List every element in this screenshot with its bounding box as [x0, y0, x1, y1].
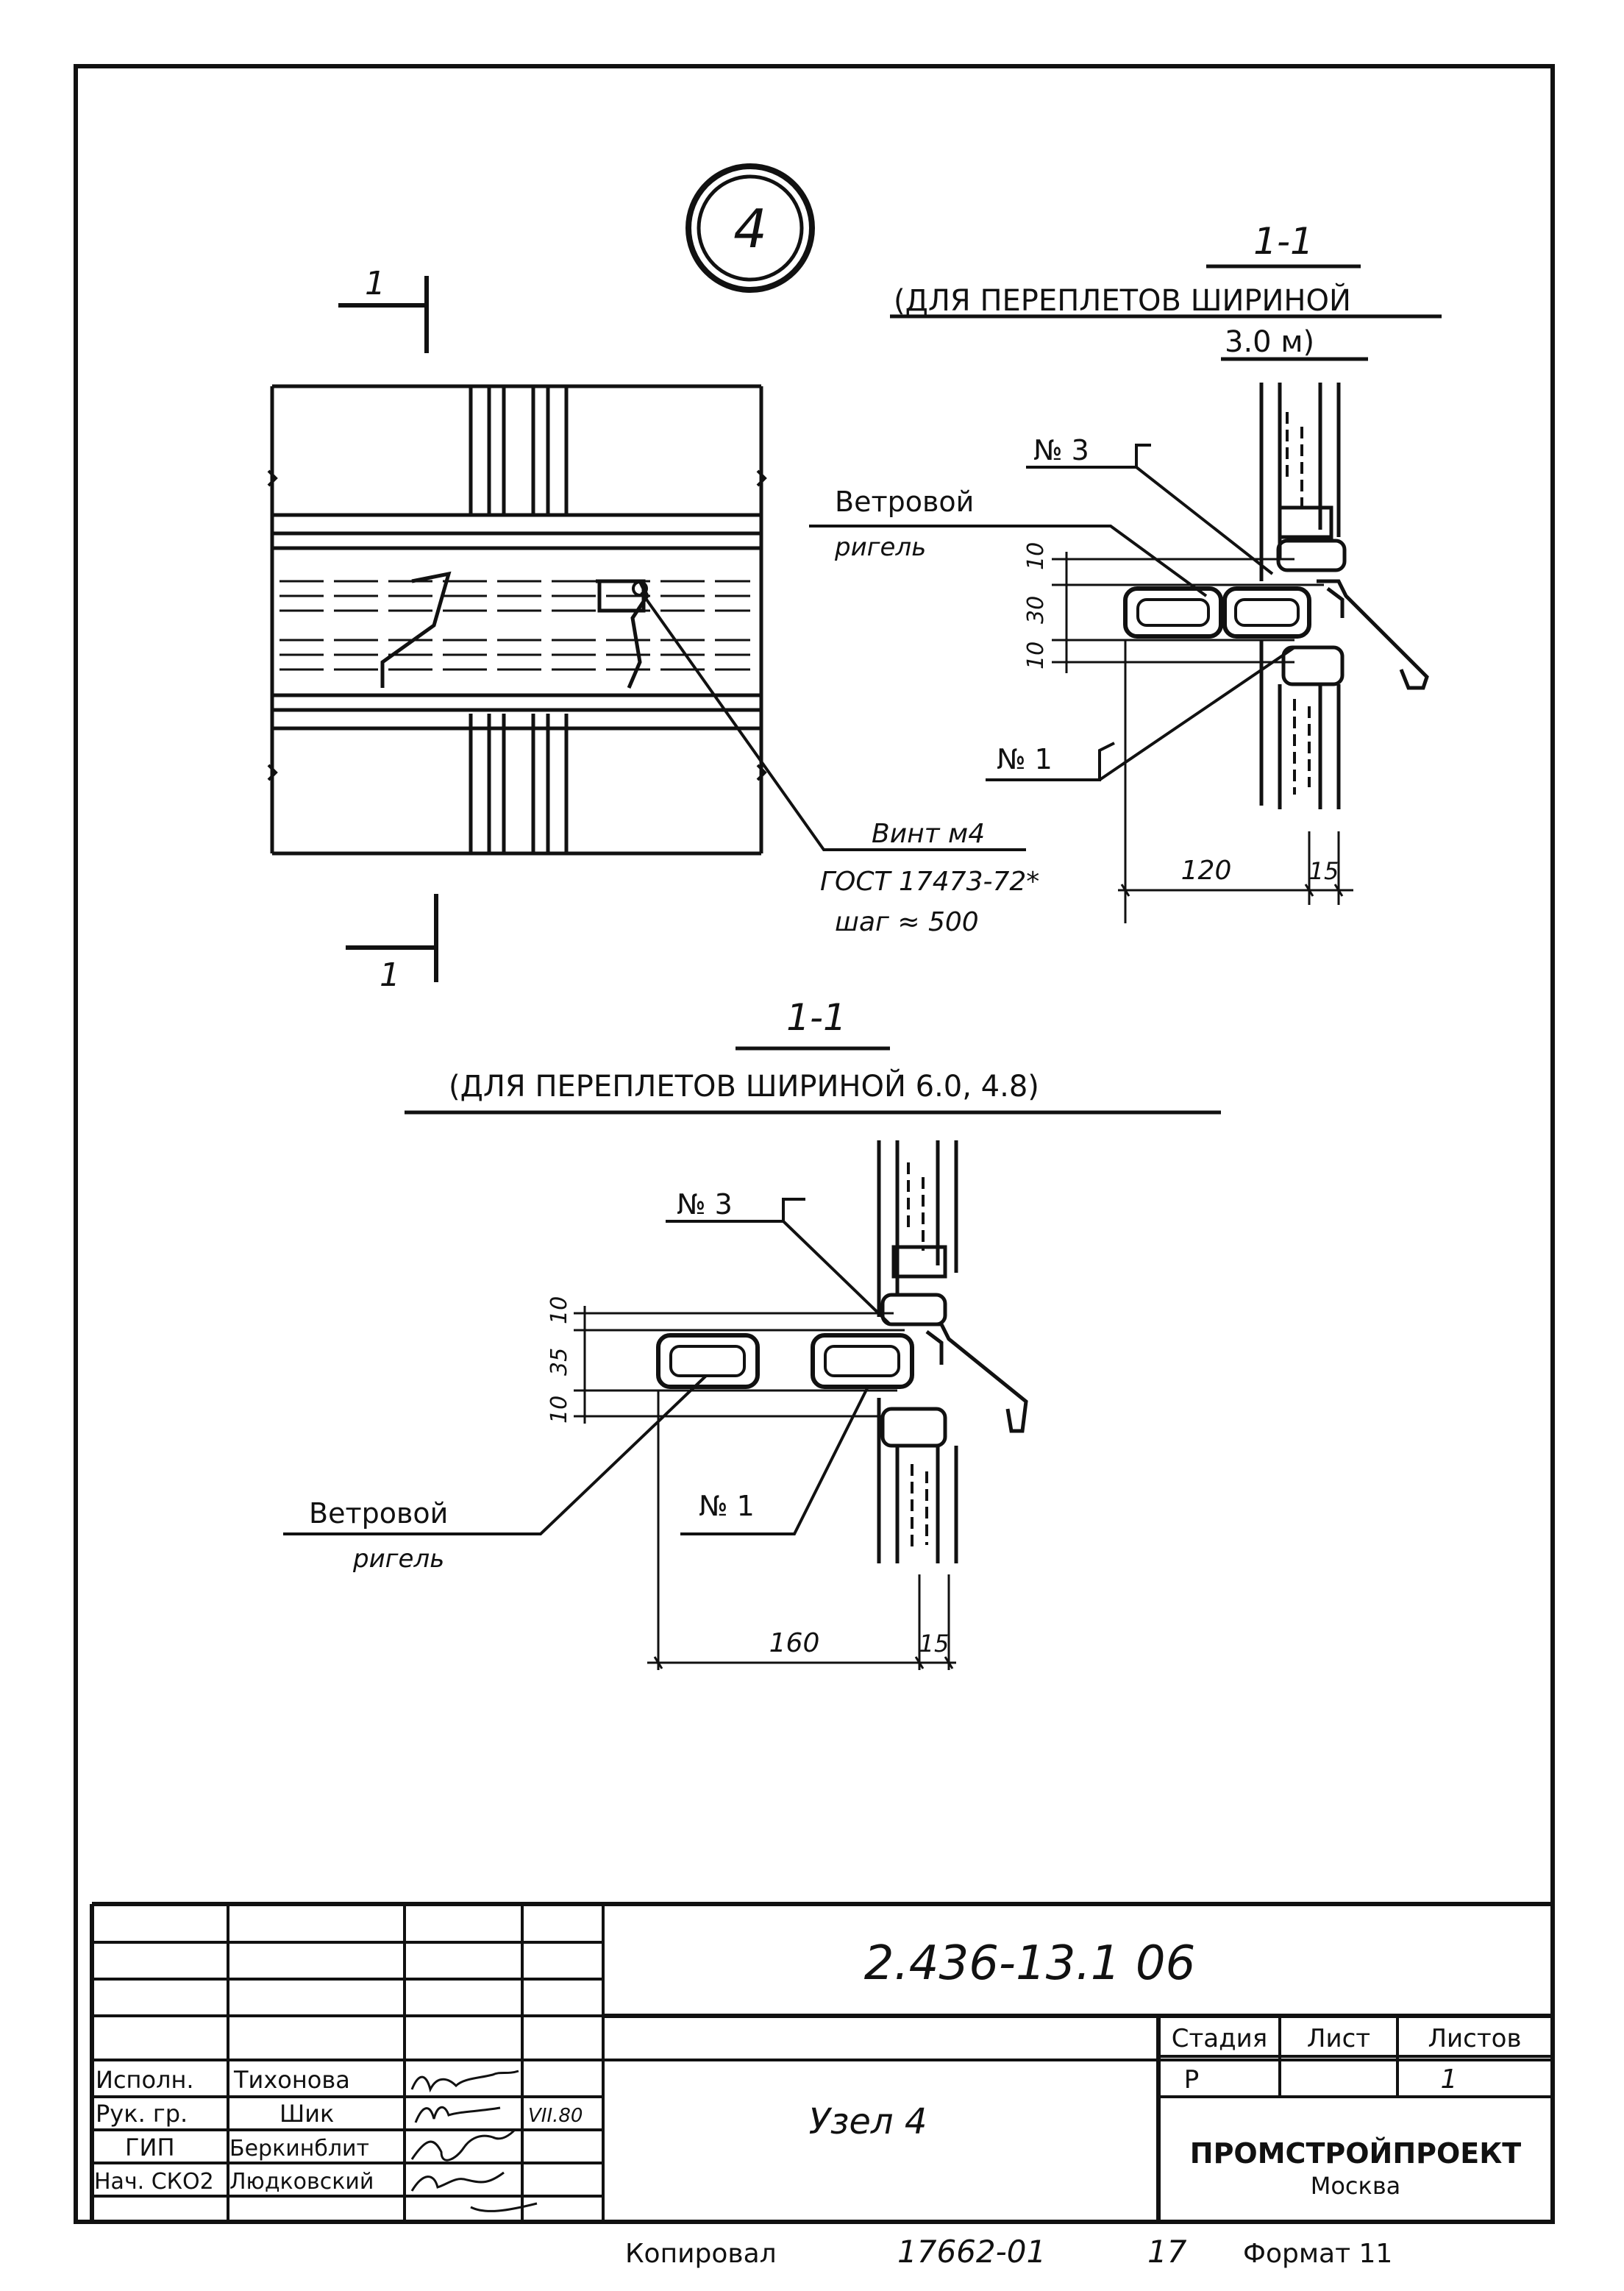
staff-name-2: Беркинблит	[229, 2136, 369, 2162]
lower-callout-no3: № 3	[677, 1188, 733, 1221]
footer-format: Формат 11	[1243, 2239, 1392, 2269]
staff-name-3: Людковский	[229, 2169, 374, 2195]
upper-wind-rail-line2: ригель	[834, 533, 926, 562]
section-mark-bottom: 1	[346, 894, 438, 994]
section-mark-top: 1	[338, 265, 429, 353]
screw-note: Винт м4 ГОСТ 17473-72* шаг ≈ 500	[820, 819, 1039, 937]
sheet-frame	[74, 64, 1555, 2224]
lower-section-title: 1-1 (ДЛЯ ПЕРЕПЛЕТОВ ШИРИНОЙ 6.0, 4.8)	[405, 996, 1221, 1115]
stage-value: Р	[1184, 2065, 1200, 2095]
lower-dim-35: 35	[546, 1348, 572, 1376]
screw-note-line3: шаг ≈ 500	[835, 907, 979, 937]
lower-section-drawing	[574, 1140, 1028, 1670]
lower-section-subtitle: (ДЛЯ ПЕРЕПЛЕТОВ ШИРИНОЙ 6.0, 4.8)	[449, 1068, 1039, 1104]
staff-role-1: Рук. гр.	[96, 2100, 188, 2128]
drawing-name: Узел 4	[809, 2101, 927, 2142]
staff-date-1: VII.80	[528, 2105, 583, 2127]
upper-dim-30: 30	[1023, 596, 1049, 624]
upper-section-subtitle-1: (ДЛЯ ПЕРЕПЛЕТОВ ШИРИНОЙ	[894, 283, 1351, 318]
staff-name-1: Шик	[279, 2100, 334, 2128]
elevation-view	[267, 384, 767, 856]
screw-note-line1: Винт м4	[872, 819, 985, 849]
lower-dim-10-bottom: 10	[546, 1396, 572, 1424]
sheets-header: Листов	[1428, 2024, 1521, 2053]
upper-wind-rail-line1: Ветровой	[835, 486, 974, 518]
lower-section-callouts: № 3 Ветровой ригель № 1	[283, 1188, 891, 1574]
section-mark-bottom-label: 1	[380, 956, 400, 994]
lower-dim-160: 160	[769, 1628, 820, 1658]
lower-wind-rail-line1: Ветровой	[309, 1497, 448, 1530]
lower-section-dimensions: 10 35 10 160 15	[546, 1296, 949, 1658]
upper-dim-10-top: 10	[1023, 542, 1049, 570]
lower-section-number: 1-1	[786, 996, 847, 1039]
upper-dim-15: 15	[1309, 857, 1339, 885]
lower-dim-15: 15	[919, 1630, 950, 1658]
signatures	[410, 2070, 538, 2212]
lower-callout-no1: № 1	[699, 1490, 755, 1522]
upper-section-title: 1-1 (ДЛЯ ПЕРЕПЛЕТОВ ШИРИНОЙ 3.0 м)	[890, 220, 1442, 361]
node-marker: 4	[685, 163, 815, 293]
node-number: 4	[733, 198, 767, 260]
footer-copied-by: Копировал	[625, 2239, 777, 2269]
screw-leader	[640, 591, 1026, 851]
footer-page: 17	[1147, 2234, 1187, 2270]
document-code: 2.436-13.1 06	[864, 1936, 1196, 1991]
title-block-text: 2.436-13.1 06 Узел 4 Стадия Лист Листов …	[94, 1936, 1522, 2200]
upper-callout-no1: № 1	[997, 743, 1053, 775]
upper-section-number: 1-1	[1253, 220, 1314, 263]
footer-number: 17662-01	[897, 2234, 1046, 2270]
staff-role-3: Нач. СКО2	[94, 2169, 214, 2195]
section-mark-top-label: 1	[365, 265, 385, 302]
organization-city: Москва	[1311, 2172, 1401, 2200]
signature-1	[414, 2106, 501, 2123]
organization: ПРОМСТРОЙПРОЕКТ	[1190, 2137, 1522, 2170]
lower-wind-rail-line2: ригель	[352, 1544, 444, 1574]
upper-dim-10-bottom: 10	[1023, 642, 1049, 669]
stage-header: Стадия	[1172, 2024, 1267, 2053]
sheet-header: Лист	[1307, 2024, 1370, 2053]
signature-2	[410, 2128, 516, 2162]
staff-name-0: Тихонова	[233, 2066, 350, 2094]
upper-callout-no3: № 3	[1033, 434, 1089, 466]
upper-section-subtitle-2: 3.0 м)	[1225, 325, 1314, 359]
upper-section-dimensions: 10 30 10 120 15	[1023, 542, 1339, 886]
lower-dim-10-top: 10	[546, 1296, 572, 1324]
signature-3	[410, 2171, 538, 2212]
upper-section-callouts: № 3 Ветровой ригель № 1	[809, 434, 1296, 781]
upper-section-drawing	[1052, 383, 1429, 923]
sheets-value: 1	[1441, 2064, 1458, 2095]
staff-role-2: ГИП	[125, 2134, 175, 2162]
footer: Копировал 17662-01 17 Формат 11	[625, 2234, 1392, 2270]
screw-note-line2: ГОСТ 17473-72*	[820, 867, 1039, 897]
staff-role-0: Исполн.	[96, 2066, 194, 2094]
signature-0	[410, 2070, 519, 2093]
title-block	[90, 1902, 1553, 2222]
upper-dim-120: 120	[1181, 856, 1232, 886]
